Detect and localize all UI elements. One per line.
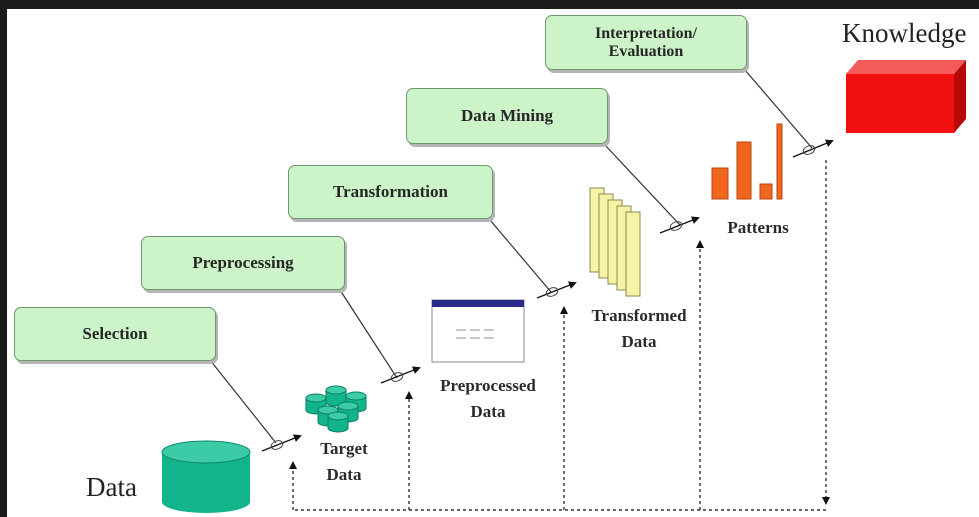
patterns-icon xyxy=(711,123,783,200)
data-cylinder-icon xyxy=(161,440,251,513)
step-arrow-1 xyxy=(261,434,302,452)
step-arrow-4 xyxy=(659,216,700,234)
leader-line-preprocessing xyxy=(339,289,398,379)
stage-label-preprocessing: Preprocessing xyxy=(192,253,294,272)
leader-line-selection xyxy=(209,359,277,444)
stage-box-preprocessing: Preprocessing xyxy=(141,236,345,290)
transformed-data-label: Transformed Data xyxy=(591,306,687,351)
transformed-data-icon xyxy=(589,187,641,297)
step-arrow-3 xyxy=(536,281,577,299)
knowledge-cube-icon xyxy=(846,60,966,133)
stage-label-transformation: Transformation xyxy=(333,182,448,201)
stage-box-transformation: Transformation xyxy=(288,165,493,219)
target-data-label: Target Data xyxy=(320,439,368,484)
stage-label-data-mining: Data Mining xyxy=(460,106,554,125)
knowledge-label: Knowledge xyxy=(842,18,967,48)
leader-line-interpretation xyxy=(744,69,813,149)
stage-box-data-mining: Data Mining xyxy=(406,88,608,144)
leader-line-transformation xyxy=(489,219,552,293)
stage-label-interpretation: Interpretation/ Evaluation xyxy=(595,24,697,60)
preprocessed-data-icon xyxy=(431,299,525,363)
feedback-loop xyxy=(289,160,830,511)
target-data-icon xyxy=(305,385,367,433)
step-arrows xyxy=(261,139,834,452)
stage-label-selection: Selection xyxy=(82,324,148,343)
step-arrow-5 xyxy=(792,139,834,158)
preprocessed-data-label: Preprocessed Data xyxy=(440,376,536,421)
patterns-label: Patterns xyxy=(727,218,789,237)
data-label: Data xyxy=(86,472,137,502)
stage-box-interpretation: Interpretation/ Evaluation xyxy=(545,15,747,70)
leader-line-data-mining xyxy=(604,144,681,226)
leader-lines xyxy=(209,69,813,444)
stage-box-selection: Selection xyxy=(14,307,216,361)
step-arrow-2 xyxy=(380,366,421,384)
